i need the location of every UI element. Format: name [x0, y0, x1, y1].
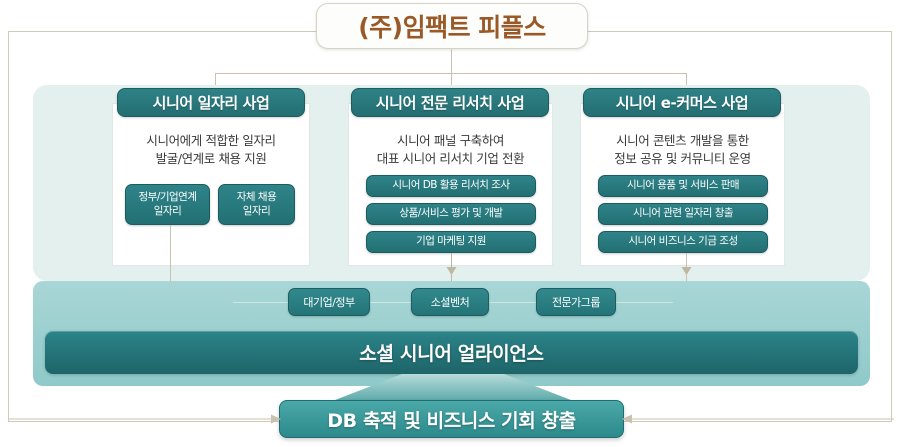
business-card-2-header-text: 시니어 전문 리서치 사업 — [375, 94, 525, 112]
business-card-2-item-2-text: 상품/서비스 평가 및 개발 — [399, 207, 503, 220]
business-card-1-header-text: 시니어 일자리 사업 — [152, 94, 270, 112]
connector-to-column-1 — [215, 73, 216, 89]
feedback-arrow-left-icon — [9, 414, 281, 424]
connector-column-1-down — [170, 225, 171, 310]
flow-arrow-down-icon — [330, 374, 576, 402]
business-card-3-item-2[interactable]: 시니어 관련 일자리 창출 — [598, 203, 768, 225]
business-card-2-item-1[interactable]: 시니어 DB 활용 리서치 조사 — [366, 175, 536, 197]
connector-root-stem — [451, 49, 452, 74]
alliance-partner-2[interactable]: 소셜벤처 — [411, 288, 489, 316]
business-card-2-description: 시니어 패널 구축하여 대표 시니어 리서치 기업 전환 — [376, 133, 525, 167]
business-card-2-header[interactable]: 시니어 전문 리서치 사업 — [351, 88, 549, 117]
business-card-2-item-3-text: 기업 마케팅 지원 — [416, 235, 486, 248]
business-card-3-description: 시니어 콘텐츠 개발을 통한 정보 공유 및 커뮤니티 운영 — [614, 133, 751, 167]
business-card-1-item-1[interactable]: 정부/기업연계 일자리 — [125, 184, 210, 225]
alliance-partner-2-text: 소셜벤처 — [430, 296, 470, 309]
business-card-1-item-1-text: 정부/기업연계 일자리 — [138, 191, 198, 217]
business-card-3-item-3-text: 시니어 비즈니스 기금 조성 — [628, 235, 738, 248]
alliance-partner-3-text: 전문가그룹 — [551, 296, 601, 309]
business-card-2-item-1-text: 시니어 DB 활용 리서치 조사 — [392, 179, 510, 192]
arrowhead-column-2-icon — [446, 267, 457, 275]
alliance-partner-1-text: 대기업/정부 — [303, 296, 355, 309]
arrowhead-column-3-icon — [681, 267, 692, 275]
company-title-text: (주)임팩트 피플스 — [358, 13, 546, 42]
business-card-1-header[interactable]: 시니어 일자리 사업 — [117, 88, 305, 117]
business-card-3-item-1-text: 시니어 용품 및 서비스 판매 — [626, 179, 740, 192]
business-card-1-item-2-text: 자체 채용 일자리 — [236, 191, 277, 217]
feedback-arrow-right-icon — [622, 414, 894, 424]
outcome-box: DB 축적 및 비즈니스 기회 창출 — [279, 400, 624, 438]
business-card-2-item-2[interactable]: 상품/서비스 평가 및 개발 — [366, 203, 536, 225]
alliance-title-text: 소셜 시니어 얼라이언스 — [359, 343, 544, 365]
business-card-3-item-3[interactable]: 시니어 비즈니스 기금 조성 — [598, 231, 768, 253]
connector-to-column-2 — [451, 73, 452, 89]
alliance-partner-1[interactable]: 대기업/정부 — [288, 288, 370, 316]
business-card-1-description: 시니어에게 적합한 일자리 발굴/연계로 채용 지원 — [146, 133, 276, 167]
outcome-label: DB 축적 및 비즈니스 기회 창출 — [327, 409, 576, 432]
alliance-title-bar: 소셜 시니어 얼라이언스 — [45, 331, 858, 374]
business-card-3-header-text: 시니어 e-커머스 사업 — [615, 94, 749, 112]
business-card-3-header[interactable]: 시니어 e-커머스 사업 — [583, 88, 781, 117]
alliance-partner-3[interactable]: 전문가그룹 — [536, 288, 616, 316]
business-card-3-item-1[interactable]: 시니어 용품 및 서비스 판매 — [598, 175, 768, 197]
business-card-3-item-2-text: 시니어 관련 일자리 창출 — [632, 207, 734, 220]
business-card-2-item-3[interactable]: 기업 마케팅 지원 — [366, 231, 536, 253]
connector-to-column-3 — [686, 73, 687, 89]
business-card-1-item-2[interactable]: 자체 채용 일자리 — [218, 184, 295, 225]
company-title-box: (주)임팩트 피플스 — [316, 3, 588, 49]
